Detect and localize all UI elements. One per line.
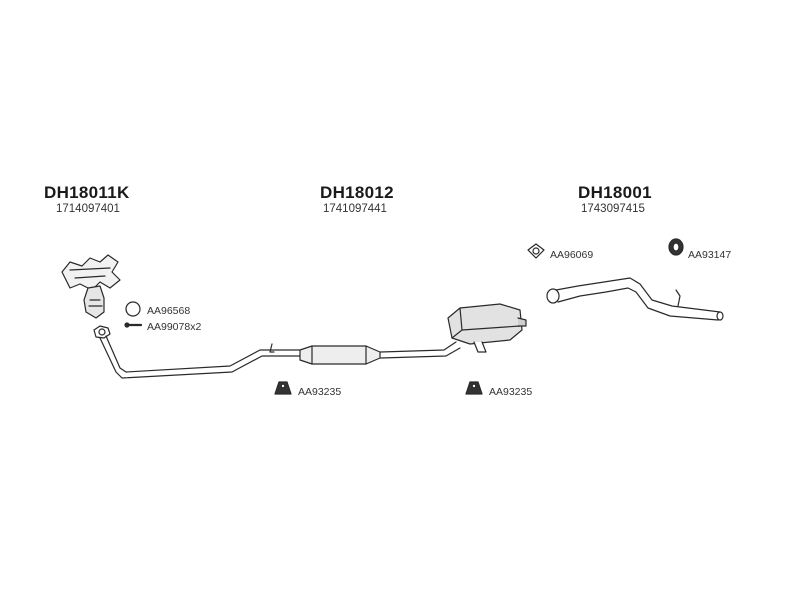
group-title-middle: DH18012 bbox=[320, 183, 394, 202]
tail-pipe bbox=[546, 277, 724, 321]
part-code-flange-gasket: AA96069 bbox=[550, 249, 594, 261]
group-oe-manifold: 1714097401 bbox=[56, 203, 120, 215]
part-code-bolts: AA99078x2 bbox=[147, 321, 201, 333]
mount-icon-left bbox=[274, 381, 292, 395]
group-oe-rear: 1743097415 bbox=[581, 203, 645, 215]
mount-icon-right bbox=[465, 381, 483, 395]
part-code-mount-right: AA93235 bbox=[489, 386, 533, 398]
front-pipe bbox=[99, 335, 301, 379]
gasket-ring-icon bbox=[125, 301, 141, 317]
part-code-gasket-ring: AA96568 bbox=[147, 305, 191, 317]
part-code-rubber-hanger: AA93147 bbox=[688, 249, 732, 261]
bolts-qty: x2 bbox=[190, 321, 202, 333]
bolts-code: AA99078 bbox=[147, 321, 191, 333]
center-pipe bbox=[379, 341, 461, 359]
group-title-manifold: DH18011K bbox=[44, 183, 130, 202]
group-title-rear: DH18001 bbox=[578, 183, 652, 202]
rubber-hanger-icon bbox=[668, 238, 684, 256]
rear-silencer bbox=[447, 303, 527, 353]
flange-gasket-icon bbox=[527, 243, 545, 259]
bolt-icon bbox=[124, 322, 143, 328]
exhaust-manifold-catalyst bbox=[61, 254, 121, 319]
part-code-mount-left: AA93235 bbox=[298, 386, 342, 398]
front-pipe-flange bbox=[93, 325, 111, 339]
middle-silencer bbox=[299, 345, 381, 365]
group-oe-middle: 1741097441 bbox=[323, 203, 387, 215]
